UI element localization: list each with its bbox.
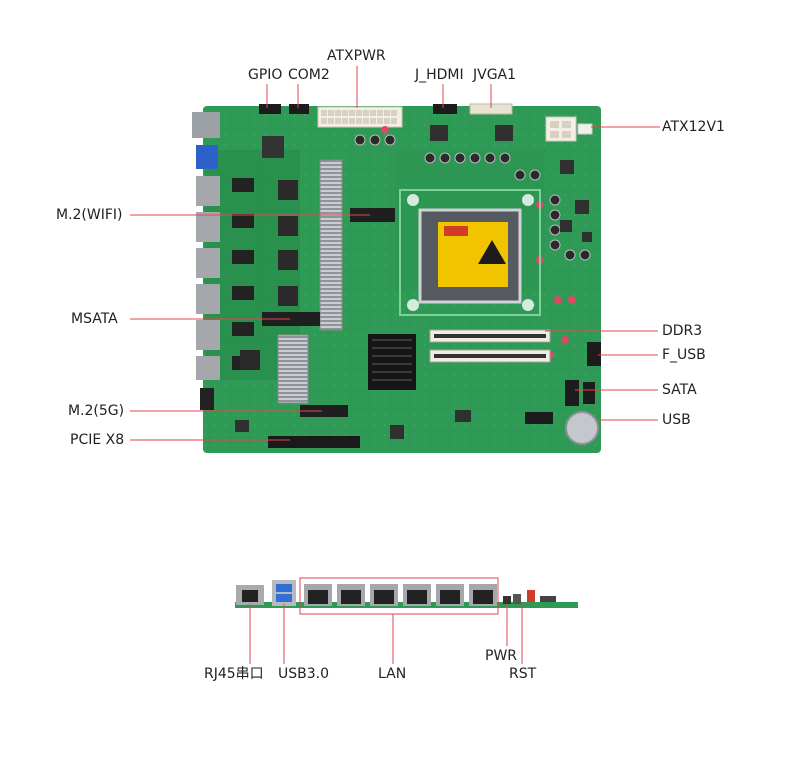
label-atxpwr: ATXPWR <box>327 48 386 64</box>
ddr3-slots <box>429 329 551 363</box>
label-j-hdmi: J_HDMI <box>415 67 464 83</box>
label-usb: USB <box>662 412 691 428</box>
cmos-battery <box>565 411 599 445</box>
small-chips <box>235 125 592 439</box>
label-lan: LAN <box>378 666 407 682</box>
usb30-port <box>272 580 296 606</box>
f-usb-header <box>587 342 601 366</box>
atx12v-connector <box>545 116 577 142</box>
usb-header <box>525 412 553 424</box>
label-jvga1: JVGA1 <box>473 67 517 83</box>
label-m2-5g: M.2(5G) <box>68 403 125 419</box>
hdmi-header <box>433 104 457 114</box>
label-rj45: RJ45串口 <box>204 666 264 682</box>
label-gpio: GPIO <box>248 67 283 83</box>
label-rst: RST <box>509 666 537 682</box>
label-pwr: PWR <box>485 648 518 664</box>
label-atx12v1: ATX12V1 <box>662 119 725 135</box>
label-ddr3: DDR3 <box>662 323 703 339</box>
motherboard-top-view <box>192 103 601 453</box>
lan-group-box <box>299 577 499 615</box>
atxpwr-connector <box>317 106 403 128</box>
cpu-socket <box>399 189 541 316</box>
chipset-heatsink <box>277 159 343 404</box>
label-usb30: USB3.0 <box>278 666 330 682</box>
leader-lines <box>130 66 660 664</box>
label-sata: SATA <box>662 382 697 398</box>
pwr-led <box>513 594 521 604</box>
black-heatsink <box>368 334 416 390</box>
label-m2-wifi: M.2(WIFI) <box>56 207 123 223</box>
gpio-header <box>259 104 281 114</box>
lan-ports <box>304 584 497 606</box>
sata-connector-2 <box>583 382 595 404</box>
capacitors <box>354 134 591 261</box>
label-msata: MSATA <box>71 311 118 327</box>
m2-wifi-slot <box>350 208 395 222</box>
pwr-button <box>503 596 511 604</box>
pcie-x8-slot <box>268 436 360 448</box>
rst-button <box>527 590 535 602</box>
motherboard-side-view <box>235 577 578 615</box>
label-com2: COM2 <box>288 67 330 83</box>
label-pcie-x8: PCIE X8 <box>70 432 125 448</box>
lan-controllers <box>232 136 298 370</box>
m2-5g-slot <box>300 405 348 417</box>
rear-io-ports <box>192 112 220 410</box>
label-f-usb: F_USB <box>662 347 706 363</box>
sata-connector <box>565 380 579 406</box>
msata-slot <box>262 312 320 326</box>
com2-header <box>289 104 309 114</box>
